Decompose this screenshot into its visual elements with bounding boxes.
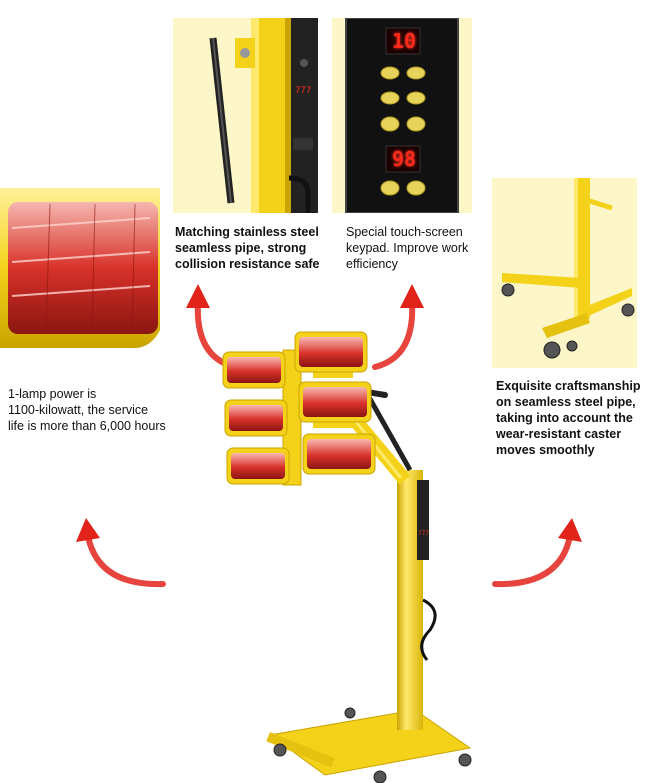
- caster-caption-line: wear-resistant caster: [496, 427, 622, 441]
- lamp-caption-line: 1-lamp power is: [8, 387, 97, 401]
- timer-display: 10: [391, 29, 417, 53]
- caster-caption-line: taking into account the: [496, 411, 633, 425]
- pipe-caption-line: seamless pipe, strong: [175, 241, 307, 255]
- keypad-caption-line: keypad. Improve work: [346, 241, 469, 255]
- pipe-closeup-image: 777: [173, 18, 318, 213]
- pipe-caption: Matching stainless steel seamless pipe, …: [175, 224, 335, 272]
- pipe-caption-line: Matching stainless steel: [175, 225, 319, 239]
- curved-arrow-icon: [372, 284, 424, 370]
- lamp-closeup-image: [0, 180, 165, 360]
- caster-caption: Exquisite craftsmanship on seamless stee…: [496, 378, 646, 458]
- lamp-caption-line: life is more than 6,000 hours: [8, 419, 166, 433]
- keypad-caption-line: Special touch-screen: [346, 225, 463, 239]
- temperature-display: 98: [391, 147, 417, 171]
- keypad-caption: Special touch-screen keypad. Improve wor…: [346, 224, 486, 272]
- svg-text:777: 777: [418, 530, 429, 537]
- svg-text:777: 777: [295, 86, 311, 96]
- caster-closeup-image: [492, 178, 637, 368]
- curved-arrow-icon: [76, 518, 166, 588]
- lamp-caption-line: 1100-kilowatt, the service: [8, 403, 149, 417]
- caster-caption-line: on seamless steel pipe,: [496, 395, 636, 409]
- curved-arrow-icon: [492, 518, 582, 588]
- keypad-closeup-image: 10 98: [332, 18, 472, 213]
- pipe-caption-line: collision resistance safe: [175, 257, 320, 271]
- curing-lamp-stand-image: 777: [222, 331, 472, 783]
- caster-caption-line: Exquisite craftsmanship: [496, 379, 641, 393]
- lamp-caption: 1-lamp power is 1100-kilowatt, the servi…: [8, 386, 198, 434]
- keypad-caption-line: efficiency: [346, 257, 398, 271]
- caster-caption-line: moves smoothly: [496, 443, 595, 457]
